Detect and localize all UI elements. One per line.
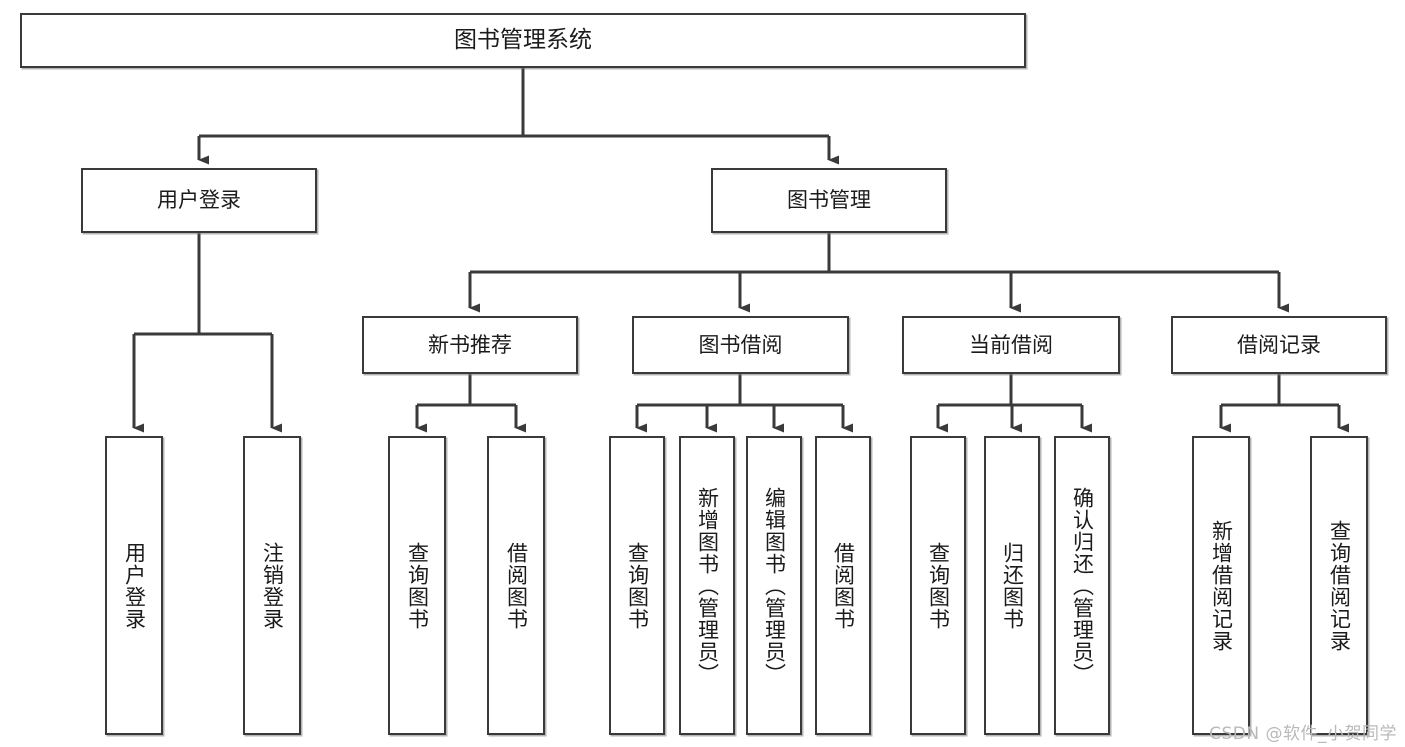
- node-label: 用户登录: [122, 541, 147, 630]
- node-label: 借阅图书: [504, 541, 529, 630]
- node-borrow-record[interactable]: 借阅记录: [1171, 316, 1387, 374]
- node-label: 新增借阅记录: [1209, 519, 1234, 652]
- node-label: 新增图书（管理员）: [695, 486, 720, 685]
- node-current-borrow[interactable]: 当前借阅: [902, 316, 1120, 374]
- node-label: 编辑图书（管理员）: [762, 486, 787, 685]
- node-label: 查询图书: [926, 541, 951, 630]
- node-root-system[interactable]: 图书管理系统: [20, 13, 1026, 68]
- node-label: 新书推荐: [428, 332, 512, 357]
- node-label: 图书管理系统: [454, 26, 592, 53]
- leaf-user-login[interactable]: 用户登录: [105, 436, 163, 735]
- node-label: 借阅记录: [1237, 332, 1321, 357]
- node-book-management[interactable]: 图书管理: [711, 168, 947, 233]
- node-label: 用户登录: [157, 188, 241, 213]
- leaf-query-book-current[interactable]: 查询图书: [910, 436, 966, 735]
- node-label: 图书借阅: [698, 332, 783, 357]
- leaf-logout-login[interactable]: 注销登录: [243, 436, 301, 735]
- node-label: 查询图书: [405, 541, 430, 630]
- leaf-query-book-borrow[interactable]: 查询图书: [609, 436, 665, 735]
- leaf-borrow-book-newbook[interactable]: 借阅图书: [487, 436, 545, 735]
- leaf-query-book-newbook[interactable]: 查询图书: [388, 436, 446, 735]
- node-label: 查询借阅记录: [1327, 519, 1352, 652]
- node-label: 归还图书: [1000, 541, 1025, 630]
- node-label: 查询图书: [625, 541, 650, 630]
- leaf-query-borrow-record[interactable]: 查询借阅记录: [1310, 436, 1368, 735]
- node-user-login[interactable]: 用户登录: [81, 168, 317, 233]
- node-label: 注销登录: [260, 541, 285, 630]
- node-label: 当前借阅: [969, 332, 1053, 357]
- leaf-add-borrow-record[interactable]: 新增借阅记录: [1192, 436, 1250, 735]
- leaf-return-book[interactable]: 归还图书: [984, 436, 1040, 735]
- leaf-confirm-return-admin[interactable]: 确认归还（管理员）: [1054, 436, 1110, 735]
- node-new-book-recommend[interactable]: 新书推荐: [362, 316, 578, 374]
- node-label: 确认归还（管理员）: [1070, 486, 1095, 685]
- leaf-borrow-book[interactable]: 借阅图书: [815, 436, 871, 735]
- watermark-text: CSDN @软件_小贺同学: [1209, 724, 1397, 744]
- node-label: 借阅图书: [831, 541, 856, 630]
- leaf-edit-book-admin[interactable]: 编辑图书（管理员）: [746, 436, 802, 735]
- node-book-borrow[interactable]: 图书借阅: [632, 316, 849, 374]
- node-label: 图书管理: [787, 188, 871, 213]
- leaf-add-book-admin[interactable]: 新增图书（管理员）: [679, 436, 735, 735]
